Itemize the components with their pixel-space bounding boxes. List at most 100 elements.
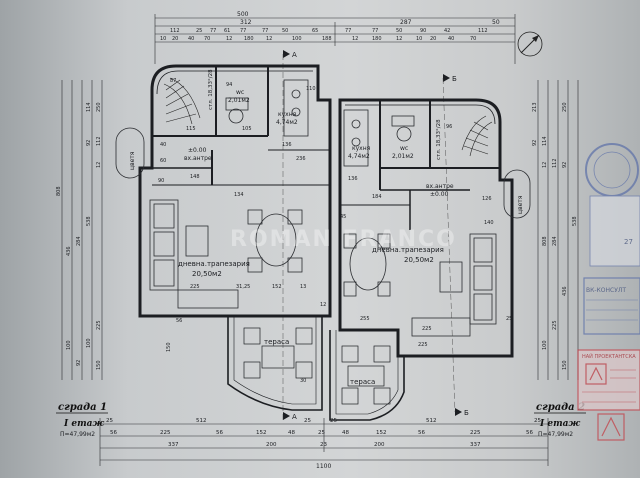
dim-text: 77 xyxy=(262,28,268,34)
dim-text: 90 xyxy=(158,178,164,184)
flower-label: цветя xyxy=(129,151,136,170)
bottom-dim-row2: 56 225 56 152 48 25 48 152 56 225 56 xyxy=(110,430,533,436)
dim-text: 110 xyxy=(306,86,316,92)
dim-text: 56 xyxy=(176,318,182,324)
dim-text: 538 xyxy=(86,216,92,226)
dim-text: 56 xyxy=(216,430,223,436)
dim-text: 512 xyxy=(196,418,207,424)
dim-text: 96 xyxy=(446,124,452,130)
top-dimension-lines xyxy=(154,14,516,64)
dim-text: 77 xyxy=(240,28,246,34)
dim-text: 100 xyxy=(66,340,72,350)
dim-text: 31,25 xyxy=(236,284,250,290)
dim-text: 225 xyxy=(418,342,428,348)
building-1-room-labels: стл. 18,33°/28 wc 2,01м2 кухня 4,74м2 ±0… xyxy=(129,69,298,346)
dim-text: 12 xyxy=(96,162,102,168)
dim-text: 50 xyxy=(492,19,500,26)
building-1-walls xyxy=(138,64,332,318)
dim-text: 284 xyxy=(76,236,82,246)
dim-text: 188 xyxy=(322,36,332,42)
dim-text: 20 xyxy=(430,36,436,42)
living-area: 20,50м2 xyxy=(192,270,222,278)
dim-text: 114 xyxy=(86,102,92,112)
dim-text: 48 xyxy=(288,430,295,436)
dim-text: 148 xyxy=(190,174,200,180)
dim-text: 152 xyxy=(256,430,267,436)
dim-text: 56 xyxy=(526,430,533,436)
interior-dimensions: 87 115 105 110 94 40 60 136 184 148 134 … xyxy=(158,78,512,384)
legend-building-2: сграда 2 I етаж П=47,99м2 xyxy=(534,402,586,438)
dim-text: 112 xyxy=(552,158,558,168)
dim-text: 40 xyxy=(448,36,454,42)
dim-text: 112 xyxy=(170,28,180,34)
dim-text: 77 xyxy=(345,28,351,34)
dim-text: 284 xyxy=(552,236,558,246)
dim-text: 114 xyxy=(542,136,548,146)
dim-text: 13 xyxy=(300,284,306,290)
bottom-dim-row3: 337 200 23 200 337 xyxy=(168,442,481,448)
dim-text: 312 xyxy=(240,19,252,26)
dim-text: 30 xyxy=(300,378,306,384)
top-dim-row4: 10 20 40 70 12 180 12 100 188 12 180 12 … xyxy=(160,36,476,42)
dim-text: 105 xyxy=(242,126,252,132)
dim-text: 12 xyxy=(396,36,402,42)
red-logo-stamp xyxy=(597,413,625,441)
dim-text: 436 xyxy=(66,246,72,256)
wc-area: 2,01м2 xyxy=(228,97,250,104)
wc-label: wc xyxy=(400,145,408,152)
dim-text: 77 xyxy=(210,28,216,34)
kitchen-area: 4,74м2 xyxy=(348,153,370,160)
dim-text: 87 xyxy=(170,78,176,84)
dim-text: 112 xyxy=(96,136,102,146)
dim-text: 152 xyxy=(376,430,387,436)
left-dim-inner: 250 114 92 112 12 100 225 150 100 92 xyxy=(66,102,102,370)
kitchen-label: кухня xyxy=(352,145,371,152)
dim-text: 12 xyxy=(542,162,548,168)
antre-level: ±0.00 xyxy=(430,191,449,198)
dim-text: 225 xyxy=(96,320,102,330)
terrace-label: тераса xyxy=(264,338,289,346)
building-2-terrace xyxy=(329,330,405,421)
dim-text: 23 xyxy=(320,442,327,448)
blue-rect-stamp: ВК-КОНСУЛТ xyxy=(583,277,640,335)
dim-text: 56 xyxy=(110,430,117,436)
bottom-dimension-lines xyxy=(99,418,549,466)
dim-text: 100 xyxy=(542,340,548,350)
dim-text: 12 xyxy=(352,36,358,42)
section-marks: А А Б Б xyxy=(282,50,469,421)
legend-building-1: сграда 1 I етаж П=47,99м2 xyxy=(56,402,108,438)
legend-building-title: сграда 2 xyxy=(536,402,585,413)
dim-text: 1100 xyxy=(316,463,331,470)
right-dim-inner: 213 92 114 12 112 92 250 100 225 150 xyxy=(532,102,568,370)
section-mark-a-top: А xyxy=(292,51,297,59)
building-1-terrace xyxy=(227,316,323,411)
stair-label: стл. 18,33°/28 xyxy=(208,69,214,110)
dim-text: 236 xyxy=(296,156,306,162)
stamp2-text: НАЙ ПРОЕКТАНТСКА xyxy=(582,353,636,360)
dim-text: 48 xyxy=(342,430,349,436)
dim-text: 152 xyxy=(272,284,282,290)
dim-text: 436 xyxy=(562,286,568,296)
wc-area: 2,01м2 xyxy=(392,153,414,160)
living-area: 20,50м2 xyxy=(404,256,434,264)
dim-text: 92 xyxy=(562,162,568,168)
dim-text: 500 xyxy=(237,11,249,18)
stamp-text: ВК-КОНСУЛТ xyxy=(586,287,626,294)
dim-text: 70 xyxy=(204,36,210,42)
antre-label: вх.антре xyxy=(426,183,454,190)
dim-text: 40 xyxy=(160,142,166,148)
legend-area: П=47,99м2 xyxy=(538,431,573,438)
terrace-label: тераса xyxy=(350,378,375,386)
left-dimension-lines xyxy=(61,80,103,380)
dim-text: 42 xyxy=(444,28,450,34)
dim-text: 225 xyxy=(160,430,171,436)
dim-text: 180 xyxy=(244,36,254,42)
dim-text: 180 xyxy=(372,36,382,42)
building-1-stair xyxy=(163,77,201,125)
dim-text: 134 xyxy=(234,192,244,198)
section-mark-a-bottom: А xyxy=(292,413,297,421)
dim-text: 92 xyxy=(532,140,538,146)
dim-text: 40 xyxy=(188,36,194,42)
north-arrow-icon xyxy=(517,31,543,57)
